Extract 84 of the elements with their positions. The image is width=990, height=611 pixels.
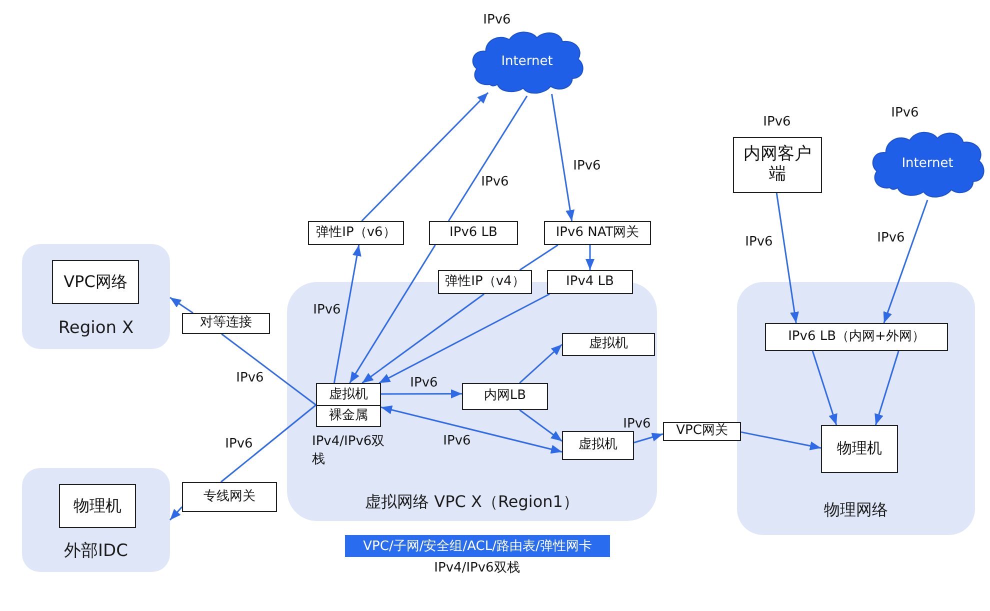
connector-arrow — [361, 92, 489, 222]
annotation-text: IPv4/IPv6双栈 — [312, 433, 386, 468]
connector-arrow — [874, 350, 900, 426]
region-panel — [22, 468, 170, 572]
region-panel — [737, 282, 975, 535]
component-box — [663, 422, 741, 441]
banner-text: VPC/子网/安全组/ACL/路由表/弹性网卡 — [363, 540, 592, 552]
edge-label: IPv6 — [410, 376, 438, 390]
annotation-text: IPv6 — [891, 106, 919, 120]
connector-line — [220, 404, 316, 483]
component-box — [562, 333, 655, 356]
component-box — [765, 323, 948, 351]
node-label: 物理机 — [72, 496, 122, 516]
node-label: 内网客户端 — [742, 145, 812, 185]
node-label: 弹性IP（v4） — [444, 274, 526, 290]
region-panel — [22, 244, 170, 349]
component-box — [308, 221, 404, 245]
panel-title: Region X — [58, 318, 134, 338]
server-stack-box — [316, 383, 381, 427]
connector-arrow — [380, 405, 562, 454]
connector-arrow — [333, 244, 362, 384]
edge-label: IPv6 — [877, 232, 905, 244]
connector-arrow — [381, 389, 462, 398]
component-box — [544, 221, 651, 245]
edge-label: IPv6 — [443, 434, 471, 448]
connector-arrow — [776, 192, 799, 324]
edge-label: IPv6 — [745, 236, 773, 248]
edge-label: IPv6 — [623, 418, 651, 430]
component-box — [733, 137, 822, 193]
connector-arrow — [634, 432, 664, 444]
node-label: 裸金属 — [328, 407, 369, 426]
connector-arrow — [169, 506, 183, 520]
connector-arrow — [883, 200, 928, 324]
component-box — [438, 270, 532, 294]
connector-arrow — [519, 409, 562, 442]
node-label: IPv6 LB — [448, 226, 498, 240]
node-label: 对等连接 — [199, 316, 253, 331]
component-box — [59, 484, 136, 528]
node-label: 物理机 — [836, 440, 883, 458]
connector-arrow — [519, 344, 562, 384]
edge-label: IPv6 — [313, 304, 341, 316]
connector-arrow — [812, 350, 838, 426]
node-label: 专线网关 — [202, 490, 256, 504]
connector-line — [448, 96, 528, 222]
node-label: VPC网络 — [62, 272, 128, 292]
connector-arrow — [362, 293, 484, 384]
panel-title: 物理网络 — [824, 500, 888, 520]
annotation-text: IPv4/IPv6双栈 — [434, 562, 520, 574]
component-box — [429, 221, 518, 245]
connector-arrow — [349, 244, 436, 384]
component-box — [562, 431, 634, 460]
panel-title: 外部IDC — [64, 541, 128, 561]
node-label: 虚拟机 — [317, 384, 380, 406]
connector-arrow — [740, 431, 822, 450]
edge-label: IPv6 — [225, 438, 253, 450]
node-label: IPv4 LB — [565, 274, 615, 290]
component-box — [462, 383, 548, 410]
node-label: 虚拟机 — [588, 337, 629, 352]
component-box — [182, 313, 270, 334]
connector-line — [519, 244, 558, 271]
cloud-label: Internet — [902, 156, 954, 172]
annotation-text: IPv6 — [763, 116, 791, 128]
component-box — [547, 270, 633, 294]
annotation-text: IPv6 — [483, 14, 511, 26]
node-label: IPv6 NAT网关 — [554, 226, 640, 240]
connector-arrow — [170, 296, 194, 314]
node-label: IPv6 LB（内网+外网） — [787, 330, 926, 344]
node-label: 内网LB — [482, 389, 528, 404]
connector-arrow — [551, 94, 575, 222]
component-box — [182, 482, 277, 512]
cloud-label: Internet — [501, 54, 553, 70]
edge-label: IPv6 — [481, 176, 509, 188]
node-label: VPC网关 — [675, 424, 729, 439]
node-label: 弹性IP（v6） — [315, 226, 397, 240]
connector-arrow — [586, 245, 594, 270]
edge-label: IPv6 — [573, 160, 601, 172]
component-box — [52, 260, 139, 304]
connector-arrow — [378, 293, 550, 384]
panel-title: 虚拟网络 VPC X（Region1） — [365, 492, 579, 512]
feature-banner — [345, 535, 610, 557]
edge-label: IPv6 — [236, 372, 264, 384]
node-label: 虚拟机 — [578, 438, 618, 453]
component-box — [821, 425, 898, 473]
connector-line — [221, 333, 316, 406]
